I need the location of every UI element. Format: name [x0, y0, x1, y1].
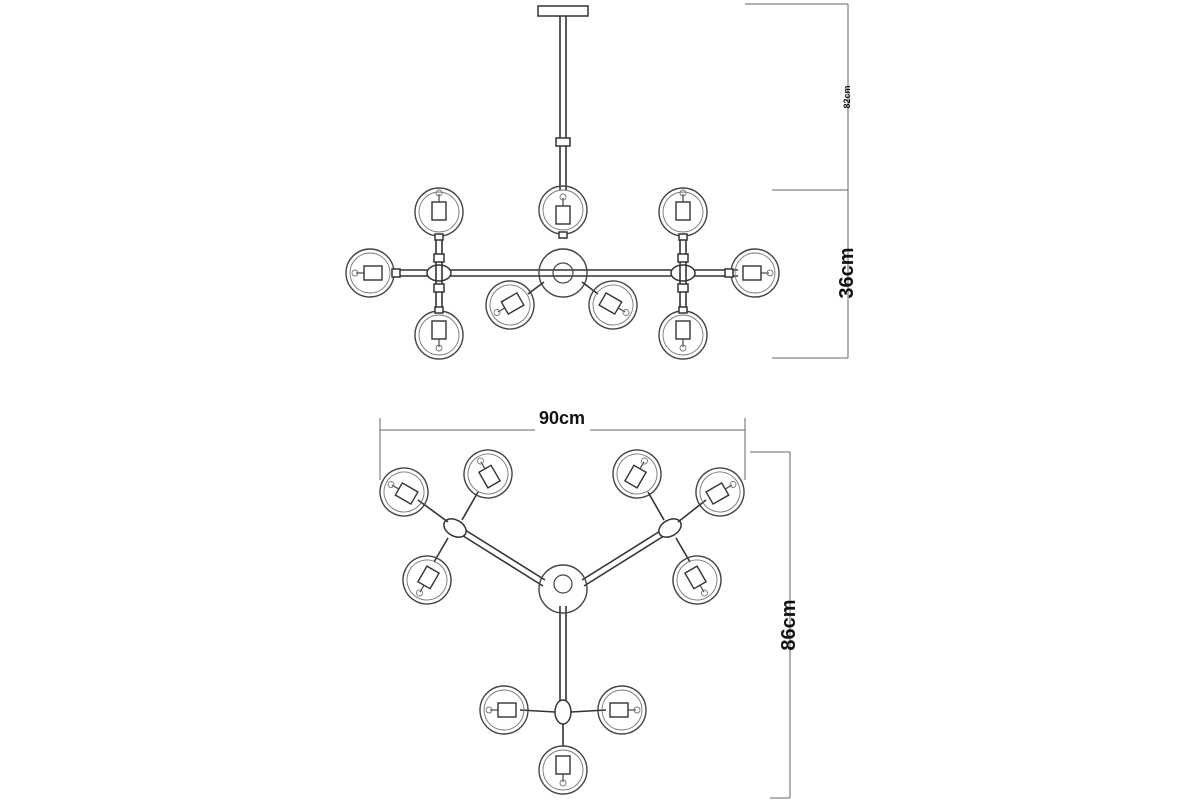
dimension-drop: 82cm — [745, 3, 852, 191]
label-82cm: 82cm — [842, 85, 852, 108]
globe — [658, 306, 708, 360]
dimension-front-height: 36cm — [772, 190, 858, 359]
globe — [612, 449, 662, 499]
central-hub — [538, 564, 588, 614]
globe — [695, 467, 745, 517]
globe — [597, 685, 647, 735]
top-view: 90cm — [379, 408, 800, 799]
globe — [379, 467, 429, 517]
globe — [672, 555, 722, 605]
globe — [479, 685, 529, 735]
globe — [724, 248, 780, 298]
label-90cm: 90cm — [539, 408, 585, 428]
label-36cm: 36cm — [836, 247, 858, 298]
suspension-rod — [555, 16, 571, 190]
front-view — [345, 5, 780, 360]
globe — [658, 187, 708, 241]
right-node — [670, 240, 696, 312]
left-branch-node — [443, 518, 467, 538]
globe — [414, 306, 464, 360]
globe — [414, 187, 464, 241]
central-hub — [538, 248, 588, 298]
right-branch-node — [658, 518, 682, 538]
bottom-branch-node — [554, 699, 572, 725]
globe — [538, 185, 588, 239]
dimension-depth: 86cm — [750, 451, 800, 799]
dimension-width: 90cm — [379, 408, 746, 480]
globe — [402, 555, 452, 605]
label-86cm: 86cm — [778, 599, 800, 650]
globe — [538, 745, 588, 795]
left-node — [426, 240, 452, 312]
globe — [463, 449, 513, 499]
arms — [459, 527, 668, 710]
globe — [485, 280, 535, 330]
globe — [345, 248, 401, 298]
globe — [588, 280, 638, 330]
ceiling-canopy — [537, 5, 589, 17]
